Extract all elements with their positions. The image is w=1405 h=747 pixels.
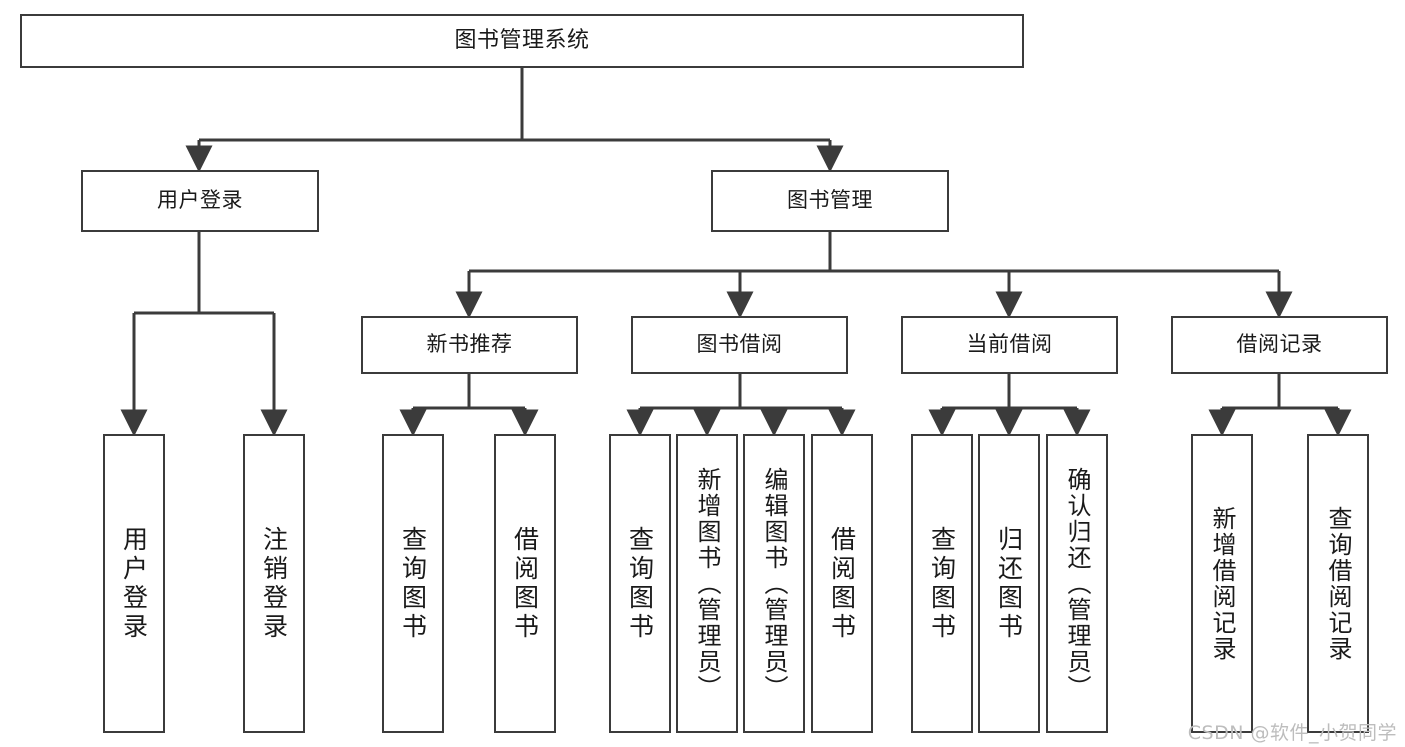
node-label: 新增借阅记录	[1208, 505, 1236, 662]
node-label: 借阅图书	[827, 525, 857, 642]
leaf-record-query-record[interactable]: 查询借阅记录	[1307, 434, 1369, 733]
leaf-user-login-login[interactable]: 用户登录	[103, 434, 165, 733]
node-label: 图书借阅	[696, 332, 783, 357]
node-label: 借阅记录	[1236, 332, 1323, 357]
node-label: 查询图书	[625, 525, 655, 642]
leaf-recommend-query-book[interactable]: 查询图书	[382, 434, 444, 733]
node-user-login[interactable]: 用户登录	[81, 170, 319, 232]
node-label: 查询借阅记录	[1324, 505, 1352, 662]
node-label: 图书管理系统	[454, 27, 590, 53]
node-label: 用户登录	[157, 188, 243, 213]
node-label: 确认归还（管理员）	[1063, 466, 1091, 701]
node-book-borrow[interactable]: 图书借阅	[631, 316, 848, 374]
node-label: 查询图书	[398, 525, 428, 642]
node-label: 新增图书（管理员）	[693, 466, 721, 701]
leaf-current-query-book[interactable]: 查询图书	[911, 434, 973, 733]
node-label: 注销登录	[259, 525, 289, 642]
node-borrow-record[interactable]: 借阅记录	[1171, 316, 1388, 374]
node-label: 新书推荐	[426, 332, 513, 357]
node-label: 编辑图书（管理员）	[760, 466, 788, 701]
leaf-recommend-borrow-book[interactable]: 借阅图书	[494, 434, 556, 733]
node-label: 用户登录	[119, 525, 149, 642]
leaf-borrow-edit-book-admin[interactable]: 编辑图书（管理员）	[743, 434, 805, 733]
node-label: 图书管理	[787, 188, 873, 213]
watermark: CSDN @软件_小贺同学	[1187, 722, 1397, 744]
leaf-borrow-borrow-book[interactable]: 借阅图书	[811, 434, 873, 733]
node-book-management[interactable]: 图书管理	[711, 170, 949, 232]
leaf-current-return-book[interactable]: 归还图书	[978, 434, 1040, 733]
leaf-record-add-record[interactable]: 新增借阅记录	[1191, 434, 1253, 733]
leaf-borrow-add-book-admin[interactable]: 新增图书（管理员）	[676, 434, 738, 733]
leaf-user-login-logout[interactable]: 注销登录	[243, 434, 305, 733]
node-label: 查询图书	[927, 525, 957, 642]
node-label: 借阅图书	[510, 525, 540, 642]
node-label: 归还图书	[994, 525, 1024, 642]
leaf-current-confirm-return-admin[interactable]: 确认归还（管理员）	[1046, 434, 1108, 733]
leaf-borrow-query-book[interactable]: 查询图书	[609, 434, 671, 733]
node-new-book-recommend[interactable]: 新书推荐	[361, 316, 578, 374]
node-label: 当前借阅	[966, 332, 1053, 357]
node-root-system[interactable]: 图书管理系统	[20, 14, 1024, 68]
node-current-borrow[interactable]: 当前借阅	[901, 316, 1118, 374]
